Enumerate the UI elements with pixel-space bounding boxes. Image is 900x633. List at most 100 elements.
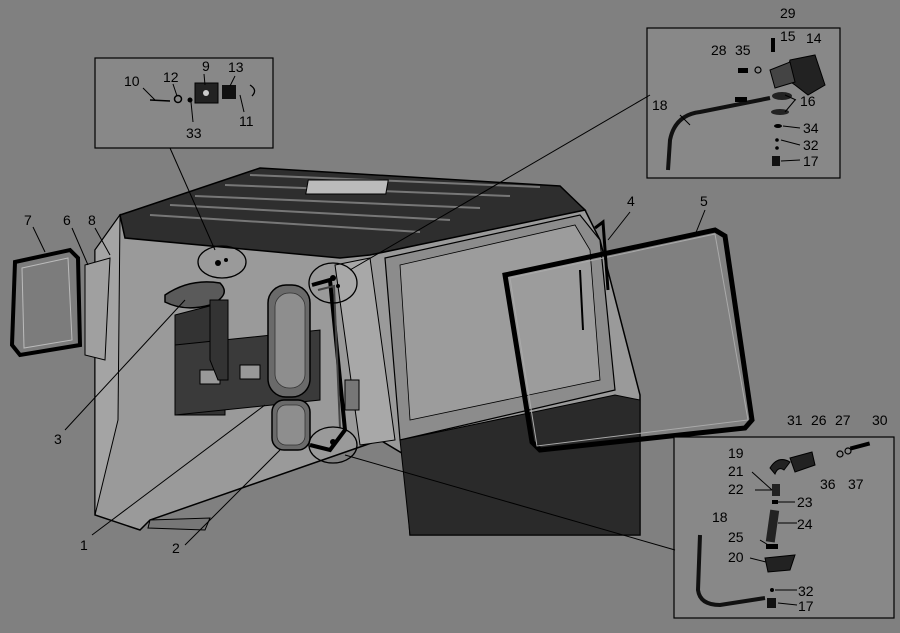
windshield-inner <box>399 224 601 421</box>
callout-19: 19 <box>728 445 744 461</box>
callout-31: 31 <box>787 412 803 428</box>
callout-13: 13 <box>228 59 244 75</box>
mirror-upper-glass <box>274 292 306 389</box>
elbow-19 <box>769 459 791 475</box>
callout-27: 27 <box>835 412 851 428</box>
callout-34: 34 <box>803 120 819 136</box>
inset-bottom-right <box>673 436 895 619</box>
inset-top-right <box>646 27 841 179</box>
inset-top-left-frame <box>94 57 274 149</box>
lower-side-panel <box>147 517 211 531</box>
part-7-seal-inner <box>21 257 73 349</box>
cab-roof <box>119 167 587 259</box>
washer-32-bottom <box>770 588 774 592</box>
callout-21: 21 <box>728 463 744 479</box>
clamp-25 <box>766 544 778 549</box>
detail-circle-mirror-top <box>308 262 358 304</box>
bracket-26 <box>789 451 816 473</box>
callout-17-top: 17 <box>803 153 819 169</box>
callout-37: 37 <box>848 476 864 492</box>
mirror-lower-glass <box>276 404 306 446</box>
bracket-15 <box>769 61 796 89</box>
bolt-30 <box>849 441 871 451</box>
washer-37 <box>844 447 852 455</box>
callout-29: 29 <box>780 5 796 21</box>
washer-32b <box>775 146 779 150</box>
callout-15: 15 <box>780 28 796 44</box>
callout-26: 26 <box>811 412 827 428</box>
callout-10: 10 <box>124 73 140 89</box>
leader-lines <box>32 73 801 606</box>
detail-circle-mirror-bottom <box>308 426 358 464</box>
sleeve-23 <box>772 500 778 504</box>
clip-11 <box>249 84 256 97</box>
washer-12 <box>173 94 183 104</box>
bolt-29 <box>771 38 775 52</box>
callout-24: 24 <box>797 516 813 532</box>
callout-32-bottom: 32 <box>798 583 814 599</box>
main-callouts: 1 2 3 4 5 6 7 8 <box>24 193 708 556</box>
callout-8: 8 <box>88 212 96 228</box>
plate-13 <box>222 85 236 99</box>
inset-top-left-callouts: 9 10 11 12 13 33 <box>124 58 254 141</box>
washer-35 <box>754 66 762 74</box>
nut-17-bottom <box>767 598 776 608</box>
callout-14: 14 <box>806 30 822 46</box>
truck-cab <box>94 167 641 536</box>
part-3-sun-visor <box>164 281 225 309</box>
inset-bottom-right-callouts: 31 26 27 30 19 21 22 36 37 23 18 24 25 2… <box>712 412 888 614</box>
bracket-20 <box>764 554 796 573</box>
roof-ribs <box>149 174 541 233</box>
ring-16b <box>771 109 789 115</box>
callout-4: 4 <box>627 193 635 209</box>
callout-30: 30 <box>872 412 888 428</box>
roof-hatch <box>305 179 389 195</box>
callout-7: 7 <box>24 212 32 228</box>
part-5-seal-inner <box>509 233 749 447</box>
callout-32-top: 32 <box>803 137 819 153</box>
nut-17 <box>772 156 780 166</box>
rod-18-bottom <box>695 534 766 608</box>
bolt-28 <box>738 68 748 73</box>
rod-18-top <box>666 96 771 171</box>
screw-10 <box>149 99 171 102</box>
callout-18-bottom: 18 <box>712 509 728 525</box>
part-7-rear-window-seal <box>9 247 83 358</box>
callout-23: 23 <box>797 494 813 510</box>
part-4-rod-2 <box>579 269 584 331</box>
bolt-16a <box>735 97 747 102</box>
mount-bolts <box>215 258 340 445</box>
callout-12: 12 <box>163 69 179 85</box>
part-6-glass-pane <box>84 257 111 361</box>
callout-5: 5 <box>700 193 708 209</box>
part-5-windshield-seal <box>502 227 755 453</box>
ring-16 <box>772 92 792 100</box>
callout-36: 36 <box>820 476 836 492</box>
callout-35: 35 <box>735 42 751 58</box>
callout-22: 22 <box>728 481 744 497</box>
washer-36 <box>836 450 844 458</box>
inset-top-left <box>94 57 274 149</box>
callout-9: 9 <box>202 58 210 74</box>
washer-32 <box>775 138 779 142</box>
part-3-visor-arm <box>209 299 229 381</box>
side-detail-2 <box>239 364 261 380</box>
inset-top-right-callouts: 29 15 14 28 35 18 16 34 32 17 <box>652 5 822 169</box>
spring-22 <box>772 484 780 496</box>
washer-34 <box>774 124 782 128</box>
hole-9 <box>203 90 209 96</box>
side-vent <box>344 379 360 411</box>
callout-28: 28 <box>711 42 727 58</box>
callout-1: 1 <box>80 537 88 553</box>
callout-25: 25 <box>728 529 744 545</box>
mirror-bracket-inner <box>317 284 341 429</box>
callout-2: 2 <box>172 540 180 556</box>
callout-20: 20 <box>728 549 744 565</box>
callout-11: 11 <box>239 113 254 129</box>
tube-24 <box>765 509 780 543</box>
callout-6: 6 <box>63 212 71 228</box>
detail-circle-visor-mount <box>197 245 247 279</box>
callout-16: 16 <box>800 93 816 109</box>
